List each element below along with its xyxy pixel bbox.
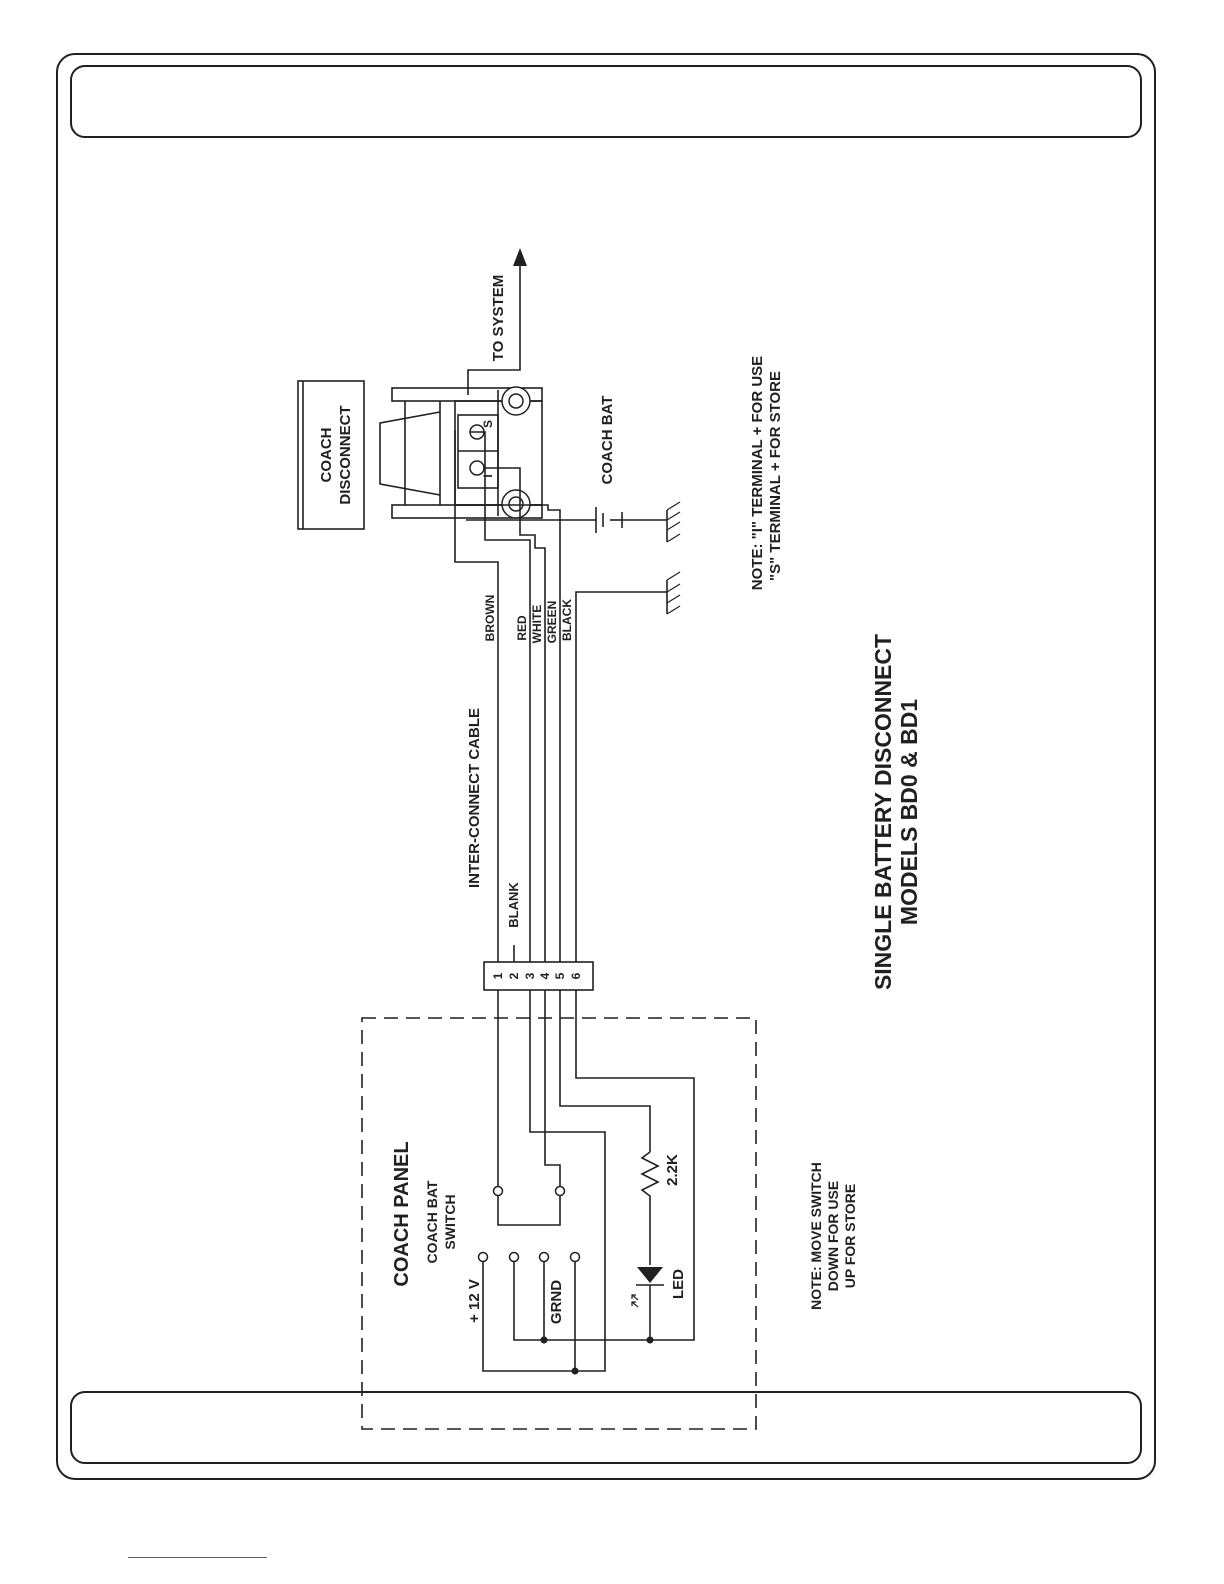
diagram-title-line-2: MODELS BD0 & BD1 [896,699,922,925]
terminal-note-1: NOTE: "I" TERMINAL + FOR USE [749,356,766,590]
coach-bat-switch-label-2: SWITCH [442,1194,458,1249]
wire-label-black: BLACK [560,599,574,641]
wire-label-green: GREEN [545,601,559,644]
terminal-note-2: "S" TERMINAL + FOR STORE [767,371,784,581]
outer-frame [57,54,1155,1479]
coach-panel-title: COACH PANEL [391,1141,413,1286]
switch-note-2: DOWN FOR USE [825,1181,841,1291]
coach-panel-box [362,1018,756,1429]
coach-bat-label: COACH BAT [599,396,616,485]
footer-box [71,1392,1141,1463]
header-box [71,66,1141,137]
connector-pin-2: 2 [507,972,521,979]
blank-label: BLANK [506,882,521,928]
ground-icon-top [667,502,680,542]
connector-pin-6: 6 [569,972,583,979]
connector-pin-4: 4 [538,972,552,979]
coach-disconnect-solenoid [380,387,542,518]
switch-contacts [479,1187,580,1262]
wire-label-red: RED [515,615,529,641]
wire-label-white: WHITE [530,605,544,644]
connector-pin-3: 3 [523,972,537,979]
terminal-s-label: S [481,420,495,428]
terminal-i-label: I [481,474,495,477]
wire-label-brown: BROWN [483,595,497,642]
coach-disconnect-label-1: COACH [318,428,335,483]
switch-note-3: UP FOR STORE [842,1184,858,1289]
diagram-title-line-1: SINGLE BATTERY DISCONNECT [870,634,896,990]
inter-connect-cable-label: INTER-CONNECT CABLE [466,708,483,888]
resistor-label: 2.2K [664,1154,681,1186]
footer-rule [128,1557,267,1558]
grnd-label: GRND [548,1280,565,1324]
junction-dots [541,1337,654,1375]
connector-pin-5: 5 [553,972,567,979]
switch-note-1: NOTE: MOVE SWITCH [808,1162,824,1310]
led-label: LED [670,1269,687,1299]
coach-bat-switch-label-1: COACH BAT [424,1180,440,1263]
coach-disconnect-label-2: DISCONNECT [337,405,354,504]
ground-icon-bottom [667,572,680,614]
plus-12v-label: + 12 V [466,1279,483,1323]
coach-battery-symbol [466,507,667,533]
coach-panel-wiring [483,990,694,1371]
connector-pin-1: 1 [491,972,505,979]
inter-connect-wires [455,430,667,962]
to-system-label: TO SYSTEM [490,275,507,361]
